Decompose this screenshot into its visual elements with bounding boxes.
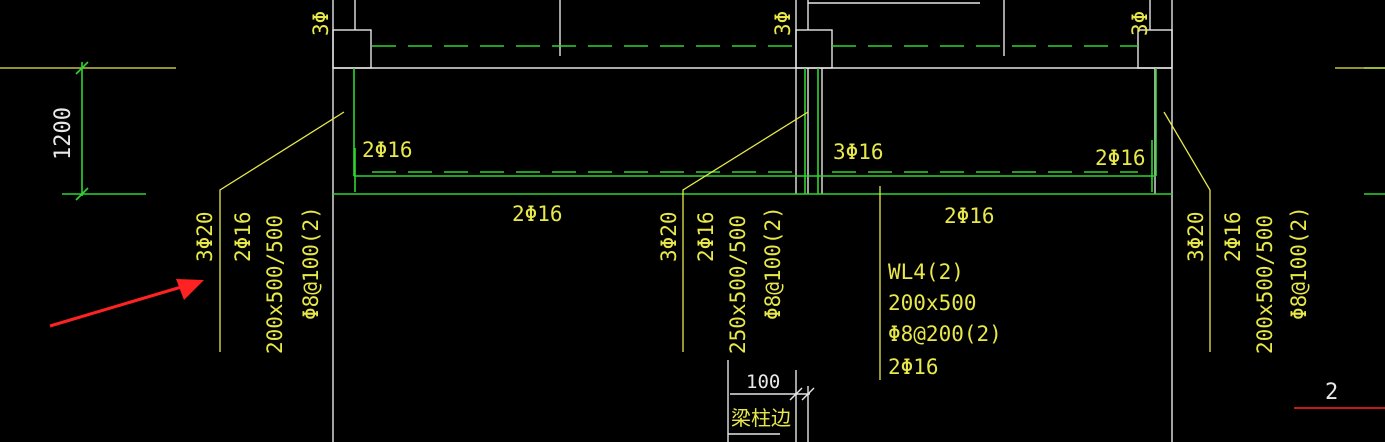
column-annotation-right: 3Φ20 2Φ16 200x500/500 Φ8@100(2) <box>1184 206 1311 354</box>
column-annotation-left: 3Φ20 2Φ16 200x500/500 Φ8@100(2) <box>193 206 323 354</box>
column-stirrup: Φ8@100(2) <box>761 206 785 320</box>
column-side-rebar: 2Φ16 <box>694 211 718 262</box>
column-main-rebar: 3Φ20 <box>1184 211 1208 262</box>
section-marker: 2 <box>1294 380 1385 409</box>
beam-column-edge-detail: 100 梁柱边 <box>727 360 815 442</box>
column-main-rebar: 3Φ20 <box>193 211 217 262</box>
rebar-label-mid-top: 3Φ16 <box>833 140 884 164</box>
column-stirrup: Φ8@100(2) <box>1287 206 1311 320</box>
top-columns <box>332 0 1173 69</box>
red-pointer-arrow-icon <box>49 279 204 328</box>
beam-label-block: WL4(2) 200x500 Φ8@200(2) 2Φ16 <box>888 260 1002 379</box>
rebar-label-right-bottom: 2Φ16 <box>944 204 995 228</box>
detail-note: 梁柱边 <box>731 406 791 430</box>
beam-name: WL4(2) <box>888 260 964 284</box>
rebar-label-left-top: 2Φ16 <box>362 138 413 162</box>
column-annotation-middle: 3Φ20 2Φ16 250x500/500 Φ8@100(2) <box>657 206 785 354</box>
detail-offset: 100 <box>746 371 780 393</box>
beam-outline <box>332 67 1173 442</box>
rebar-label-right-top: 2Φ16 <box>1095 146 1146 170</box>
leader-lines <box>219 111 1211 380</box>
dimension-text: 1200 <box>51 107 76 160</box>
beam-stirrup: Φ8@200(2) <box>888 322 1002 346</box>
column-main-rebar: 3Φ20 <box>657 211 681 262</box>
column-side-rebar: 2Φ16 <box>1221 211 1245 262</box>
column-section: 250x500/500 <box>726 215 750 354</box>
rebar-label-left-bottom: 2Φ16 <box>512 202 563 226</box>
top-column-label-left: 3Φ <box>309 11 333 36</box>
beam-rebar-lines <box>333 45 1385 195</box>
column-section: 200x500/500 <box>1253 215 1277 354</box>
column-section: 200x500/500 <box>263 215 287 354</box>
column-stirrup: Φ8@100(2) <box>299 206 323 320</box>
top-column-label-right: 3Φ <box>1128 11 1152 36</box>
left-dimension: 1200 <box>0 61 176 201</box>
column-side-rebar: 2Φ16 <box>231 211 255 262</box>
beam-rebar: 2Φ16 <box>888 355 939 379</box>
section-number: 2 <box>1325 380 1338 405</box>
beam-section: 200x500 <box>888 291 977 315</box>
top-column-label-mid: 3Φ <box>771 11 795 36</box>
